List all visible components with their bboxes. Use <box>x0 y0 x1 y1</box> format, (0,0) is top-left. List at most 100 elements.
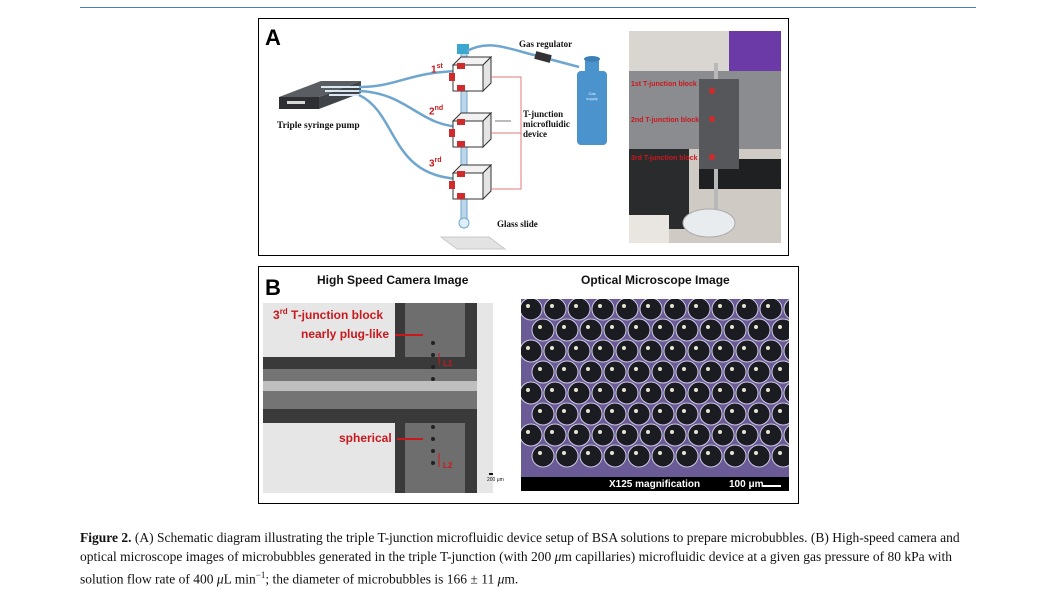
microbubble <box>771 360 789 384</box>
gas-regulator-label: Gas regulator <box>519 39 573 49</box>
bubble-highlight <box>634 325 638 329</box>
bubble-highlight <box>742 388 746 392</box>
microbubble <box>615 381 639 405</box>
bubble-highlight <box>694 430 698 434</box>
l2-label: L2 <box>443 461 453 470</box>
bubble-highlight <box>610 367 614 371</box>
microbubble <box>615 299 639 321</box>
junction-label-2: 2nd <box>429 105 444 118</box>
bubble-highlight <box>550 430 554 434</box>
bubble-highlight <box>622 304 626 308</box>
bubble-highlight <box>526 388 530 392</box>
bubble-highlight <box>682 367 686 371</box>
microbubble <box>543 299 567 321</box>
microbubble <box>555 402 579 426</box>
microbubble <box>735 299 759 321</box>
microbubble <box>759 299 783 321</box>
microbubble <box>651 444 675 468</box>
bubble-highlight <box>598 346 602 350</box>
column-cap <box>457 44 469 54</box>
bubble-highlight <box>622 388 626 392</box>
microbubble <box>555 444 579 468</box>
microbubble <box>663 423 687 447</box>
panel-a-label: A <box>265 25 281 50</box>
bubble-highlight <box>778 409 782 413</box>
panel-a: A <box>258 18 789 256</box>
bubble-highlight <box>706 409 710 413</box>
microbubble <box>603 360 627 384</box>
microbubble <box>675 318 699 342</box>
bubble-highlight <box>730 451 734 455</box>
camera-image-header: High Speed Camera Image <box>317 273 469 287</box>
bubble-highlight <box>634 451 638 455</box>
caption-text-2: m capillaries) microfluidic device at a … <box>80 549 953 587</box>
microbubble <box>783 425 789 445</box>
microbubble <box>747 444 771 468</box>
microbubble <box>579 318 603 342</box>
caption-text-3: L min <box>223 571 256 587</box>
microbubble <box>591 339 615 363</box>
bubble-highlight <box>574 346 578 350</box>
gas-tube <box>466 44 580 69</box>
microbubble <box>591 423 615 447</box>
caption-text-4: ; the diameter of microbubbles is 166 ± … <box>265 571 498 587</box>
bubble-highlight <box>706 451 710 455</box>
microbubble <box>675 360 699 384</box>
bubble-highlight <box>766 304 770 308</box>
bubble-highlight <box>550 388 554 392</box>
microbubble <box>711 423 735 447</box>
microbubble <box>759 423 783 447</box>
bubble-highlight <box>562 409 566 413</box>
bubble-highlight <box>718 430 722 434</box>
schematic-diagram <box>279 31 781 250</box>
microbubble <box>747 318 771 342</box>
bubble-highlight <box>754 325 758 329</box>
bubble-highlight <box>694 346 698 350</box>
microbubble <box>603 318 627 342</box>
bubble-highlight <box>610 325 614 329</box>
bubble-highlight <box>706 325 710 329</box>
bubble-highlight <box>694 304 698 308</box>
glass-slide-label: Glass slide <box>497 219 538 229</box>
bubble-highlight <box>682 451 686 455</box>
gas-lines <box>491 76 522 190</box>
bubble-highlight <box>526 346 530 350</box>
bubble-highlight <box>634 409 638 413</box>
bubble-highlight <box>670 346 674 350</box>
bubble-highlight <box>766 388 770 392</box>
microbubble <box>615 339 639 363</box>
microbubble <box>783 341 789 361</box>
bubble-highlight <box>538 367 542 371</box>
bubble-highlight <box>766 430 770 434</box>
caption-mu-2: μ <box>216 571 224 587</box>
microbubble <box>627 360 651 384</box>
bubble-highlight <box>742 346 746 350</box>
microbubble <box>687 339 711 363</box>
microbubble <box>521 339 543 363</box>
syringe-pump-icon <box>279 81 361 109</box>
gas-cylinder-icon <box>577 56 607 145</box>
microbubble <box>699 402 723 426</box>
top-rule <box>80 7 976 8</box>
microbubble <box>747 360 771 384</box>
caption-text-5: m. <box>504 571 519 587</box>
microbubble <box>555 360 579 384</box>
microbubble <box>579 402 603 426</box>
bubble-highlight <box>682 409 686 413</box>
bubble-highlight <box>718 388 722 392</box>
caption-lead: Figure 2. <box>80 530 132 545</box>
microbubble <box>723 444 747 468</box>
bubble-highlight <box>754 451 758 455</box>
bubble-highlight <box>574 430 578 434</box>
microbubble <box>639 299 663 321</box>
microscope-image-header: Optical Microscope Image <box>581 273 730 287</box>
bubble-highlight <box>586 409 590 413</box>
bubble-highlight <box>526 304 530 308</box>
bubble-highlight <box>730 409 734 413</box>
caption-mu-3: μ <box>497 571 505 587</box>
bubble-highlight <box>574 388 578 392</box>
microbubble <box>567 381 591 405</box>
bubble-highlight <box>694 388 698 392</box>
microbubble <box>783 299 789 319</box>
microbubble <box>567 299 591 321</box>
